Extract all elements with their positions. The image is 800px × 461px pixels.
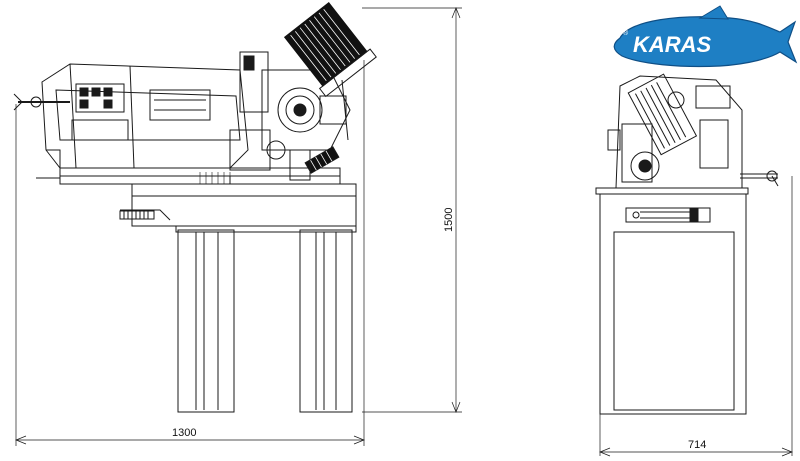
logo-fish-shape (613, 16, 798, 68)
hydraulic-cylinder (304, 146, 340, 174)
logo-fin-icon (698, 5, 729, 20)
front-cabinet (599, 193, 747, 415)
gear-head (239, 51, 351, 151)
base-spring (119, 210, 155, 220)
front-arm (627, 73, 698, 156)
motor (283, 2, 377, 98)
stand-beam (175, 225, 357, 233)
dimension-lines (15, 7, 793, 457)
stand-right-leg (299, 229, 353, 413)
side-view (13, 2, 377, 413)
dimension-height: 1500 (443, 208, 455, 232)
karas-logo: KARAS ® (613, 5, 798, 68)
front-view (595, 73, 779, 415)
drive-wheel (277, 87, 323, 133)
base-table (131, 183, 357, 227)
stand-left-leg (177, 229, 235, 413)
logo-text: KARAS (633, 32, 712, 57)
vise-blocks (71, 83, 129, 141)
front-handwheel (630, 151, 660, 181)
saw-arm (41, 63, 249, 169)
front-lever (740, 170, 779, 187)
dimension-width-side: 1300 (172, 427, 196, 439)
vise-handle (13, 93, 70, 111)
front-window-slot (625, 207, 711, 223)
dimension-width-front: 714 (688, 439, 706, 451)
front-cabinet-door (613, 231, 735, 411)
registered-mark: ® (623, 29, 629, 37)
